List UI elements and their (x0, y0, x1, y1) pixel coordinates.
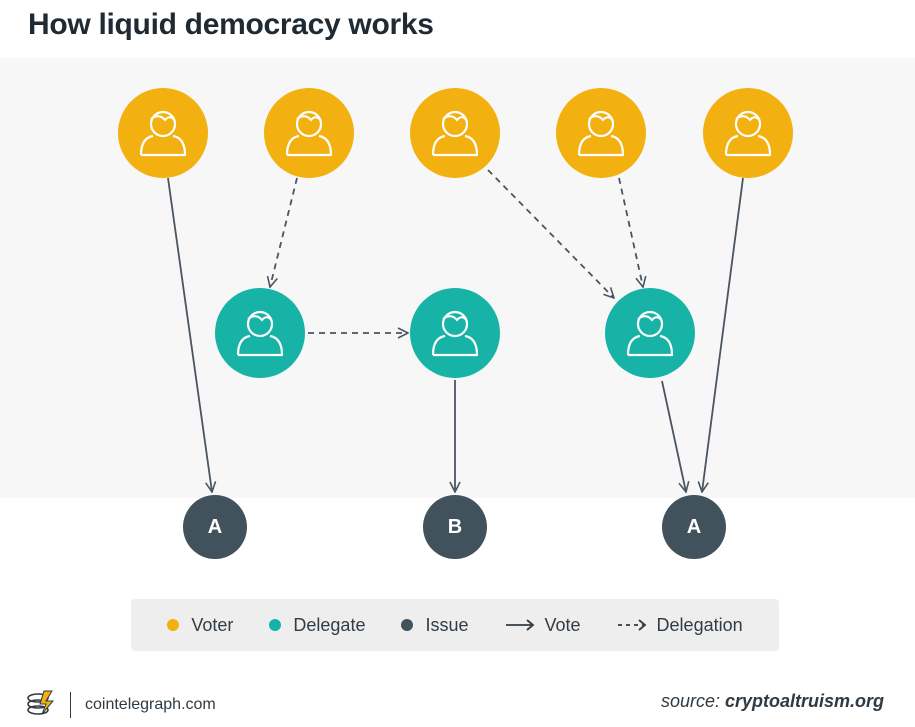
legend-label-delegation: Delegation (656, 614, 743, 635)
issue-label-left: A (208, 516, 222, 538)
legend-label-vote: Vote (544, 614, 581, 635)
liquid-democracy-diagram: A B A (118, 88, 793, 559)
legend-label-issue: Issue (425, 614, 469, 635)
legend-label-delegate: Delegate (293, 614, 366, 635)
legend-item-issue: Issue (401, 614, 469, 636)
delegation-edge-voter2-delegate1 (270, 177, 298, 287)
vote-edge-delegate3-issueA (661, 380, 686, 492)
delegate-node-3 (605, 288, 695, 378)
legend-item-vote: Vote (505, 615, 581, 636)
issue-node-right: A (662, 495, 726, 559)
delegate-dot-icon (269, 619, 282, 631)
voter-node-2 (264, 88, 354, 178)
delegate-node-2 (410, 288, 500, 378)
voter-nodes (118, 88, 793, 178)
source-site: cryptoaltruism.org (724, 691, 884, 711)
issue-label-right: A (687, 516, 701, 538)
delegate-node-1 (215, 288, 305, 378)
voter-node-1 (118, 88, 208, 178)
issue-node-middle: B (423, 495, 487, 559)
footer-divider (70, 691, 71, 718)
delegation-edge-voter3-delegate3 (487, 169, 614, 298)
footer-brand-text: cointelegraph.com (85, 695, 216, 713)
voter-dot-icon (167, 619, 180, 631)
legend-item-voter: Voter (167, 615, 233, 636)
issue-dot-icon (401, 619, 414, 631)
voter-node-5 (703, 88, 793, 178)
page-title: How liquid democracy works (28, 8, 434, 41)
delegate-nodes (215, 288, 695, 378)
vote-edges (167, 177, 744, 492)
issue-nodes: A B A (183, 495, 726, 559)
vote-edge-voter1-issueA (167, 177, 212, 492)
legend-item-delegation: Delegation (617, 615, 743, 636)
vote-edge-voter5-issueA (702, 177, 744, 492)
legend-item-delegate: Delegate (269, 615, 365, 636)
legend: Voter Delegate Issue Vote Delegation (131, 599, 779, 651)
issue-node-left: A (183, 495, 247, 559)
source-credit: source: cryptoaltruism.org (661, 691, 884, 712)
cointelegraph-logo-icon (26, 688, 56, 721)
source-prefix: source: (660, 691, 725, 711)
delegation-edges (270, 169, 643, 333)
solid-arrow-icon (505, 618, 535, 632)
delegation-edge-voter4-delegate3 (618, 177, 643, 287)
dashed-arrow-icon (617, 618, 647, 632)
legend-label-voter: Voter (191, 614, 234, 635)
footer-brand: cointelegraph.com (26, 688, 216, 721)
issue-label-middle: B (448, 516, 462, 538)
voter-node-3 (410, 88, 500, 178)
voter-node-4 (556, 88, 646, 178)
